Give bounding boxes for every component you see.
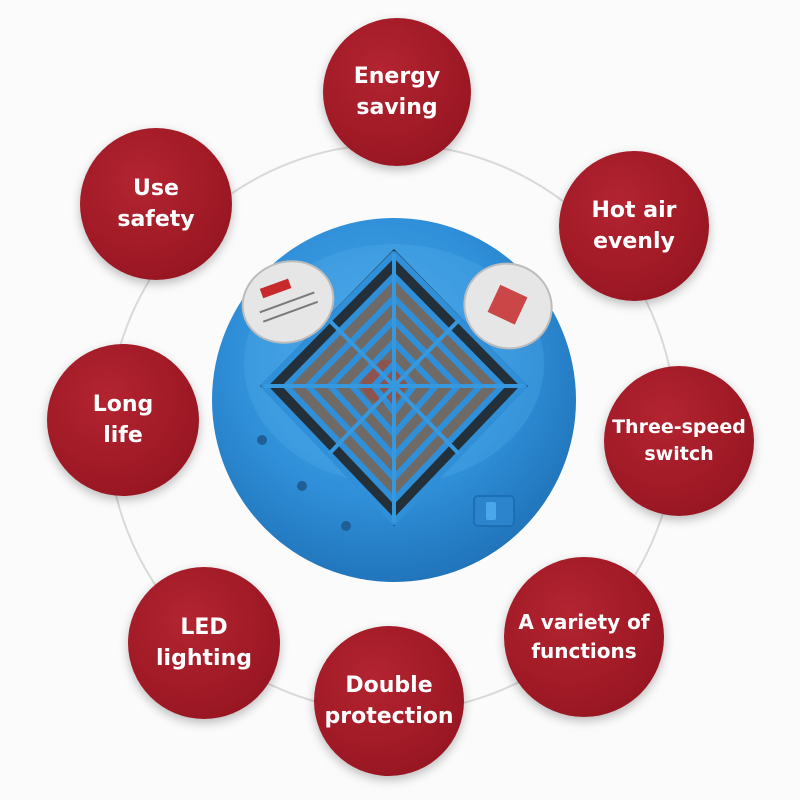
double-protection-badge: Double protection [314, 626, 464, 776]
long-life-label: Long life [92, 392, 154, 448]
use-safety-label: Use safety [117, 176, 195, 232]
variety-of-functions-label: A variety of functions [518, 610, 650, 663]
energy-saving-badge: Energy saving [323, 18, 471, 166]
hot-air-evenly-label: Hot air evenly [591, 198, 677, 254]
led-lighting-badge: LED lighting [128, 567, 280, 719]
variety-of-functions-badge: A variety of functions [504, 557, 664, 717]
three-speed-switch-label: Three-speed switch [612, 416, 746, 465]
energy-saving-label: Energy saving [353, 64, 441, 120]
heater-fan-icon [208, 214, 580, 586]
use-safety-badge: Use safety [80, 128, 232, 280]
three-speed-switch-badge: Three-speed switch [604, 366, 754, 516]
hot-air-evenly-badge: Hot air evenly [559, 151, 709, 301]
double-protection-label: Double protection [324, 673, 454, 729]
led-lighting-label: LED lighting [156, 615, 252, 671]
long-life-badge: Long life [47, 344, 199, 496]
